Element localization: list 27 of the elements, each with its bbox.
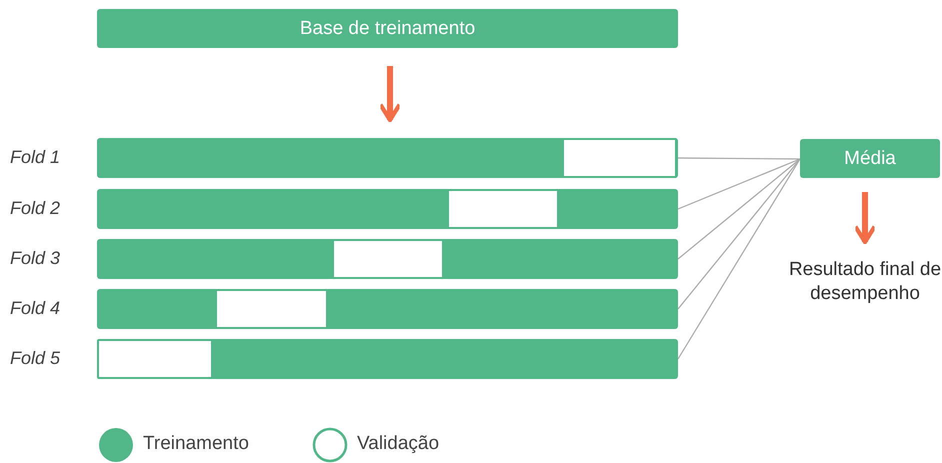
validation-segment: [332, 239, 444, 279]
validation-segment: [562, 138, 677, 178]
legend-label: Treinamento: [143, 433, 249, 455]
connector-line: [678, 158, 800, 310]
fold-bar: [97, 339, 678, 379]
result-text: Resultado final de desempenho: [785, 256, 942, 308]
connector-line: [678, 157, 800, 160]
legend-label: Validação: [357, 433, 440, 455]
process-box: Base de treinamento: [97, 9, 678, 48]
fold-label: Fold 4: [10, 298, 60, 319]
fold-label: Fold 2: [10, 198, 60, 219]
connector-line: [677, 158, 801, 360]
fold-bar: [97, 289, 678, 329]
fold-bar: [97, 189, 678, 229]
connector-line: [678, 158, 800, 210]
validation-segment: [97, 339, 213, 379]
connector-line: [678, 158, 800, 260]
fold-label: Fold 3: [10, 248, 60, 269]
arrow: [378, 66, 402, 122]
fold-bar: [97, 239, 678, 279]
fold-label: Fold 1: [10, 147, 60, 168]
process-box: Média: [800, 139, 940, 178]
fold-bar: [97, 138, 678, 178]
validation-segment: [215, 289, 328, 329]
fold-label: Fold 5: [10, 348, 60, 369]
validation-segment: [447, 189, 559, 229]
arrow: [853, 192, 877, 244]
